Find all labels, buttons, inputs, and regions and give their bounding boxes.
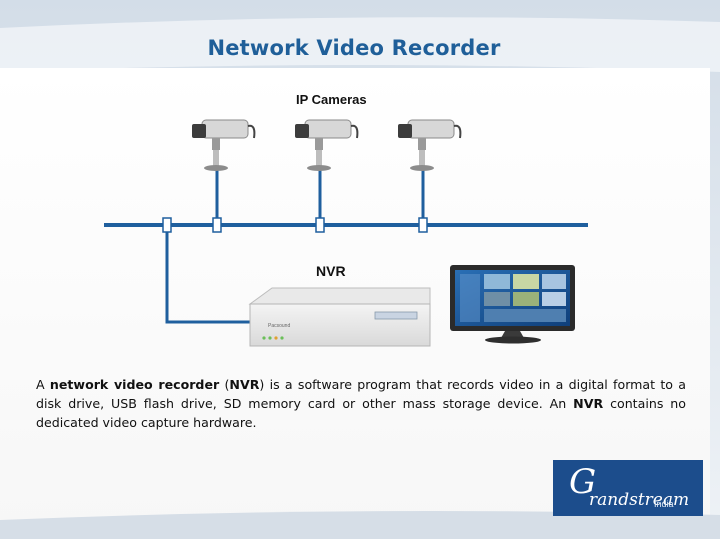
paragraph-bold: NVR (573, 396, 604, 411)
ip-cameras-label: IP Cameras (296, 92, 367, 107)
paragraph-text: ) is a software program that records vid… (36, 377, 686, 411)
paragraph-bold: NVR (229, 377, 260, 392)
paragraph-text: ( (219, 377, 230, 392)
slide-title: Network Video Recorder (207, 36, 501, 60)
paragraph-bold: network video recorder (49, 377, 220, 392)
nvr-label: NVR (316, 263, 346, 279)
description-paragraph: A network video recorder (NVR) is a soft… (36, 375, 686, 432)
logo-wordmark: randstream (589, 490, 690, 510)
network-backbone (104, 170, 588, 324)
grandstream-logo: G randstream India (553, 460, 703, 516)
monitor-icon (450, 265, 575, 344)
paragraph-text: A (36, 377, 50, 392)
logo-tagline: India (654, 499, 674, 509)
logo-script-letter: G (569, 462, 597, 502)
paragraph-text: contains no dedicated video capture hard… (36, 396, 686, 430)
ip-camera-icon (398, 119, 462, 171)
nvr-device-icon: Pacsound (248, 287, 431, 347)
ip-camera-icon (192, 119, 256, 171)
ip-camera-icon (295, 119, 359, 171)
nvr-brand: Pacsound (268, 323, 290, 329)
